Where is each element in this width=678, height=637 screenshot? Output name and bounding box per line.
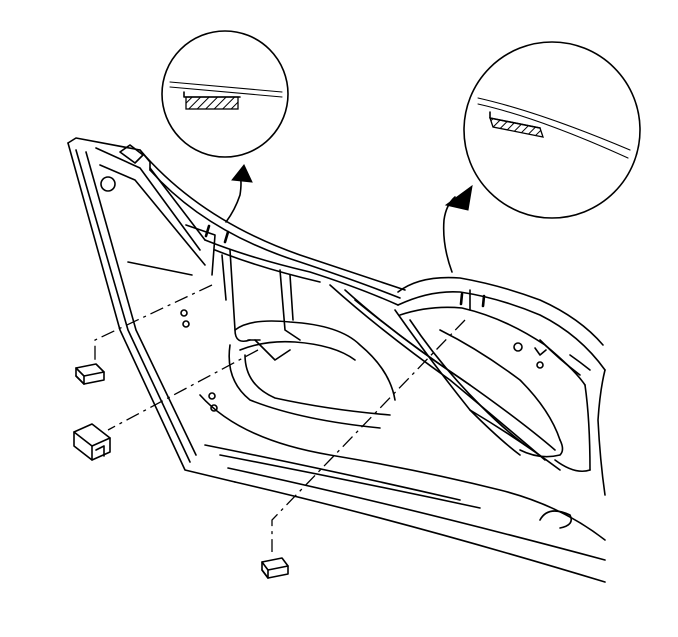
- retainer-clip-upper-left: [75, 363, 105, 385]
- left-detail-view: [161, 30, 289, 158]
- retainer-clip-middle-left: [73, 423, 111, 461]
- retainer-clip-lower-center: [261, 557, 289, 579]
- left-detail-arrow: [225, 164, 253, 223]
- door-frame: [67, 137, 606, 583]
- leader-lines: [94, 284, 466, 552]
- right-detail-arrow: [442, 184, 473, 273]
- right-detail-view: [463, 41, 641, 219]
